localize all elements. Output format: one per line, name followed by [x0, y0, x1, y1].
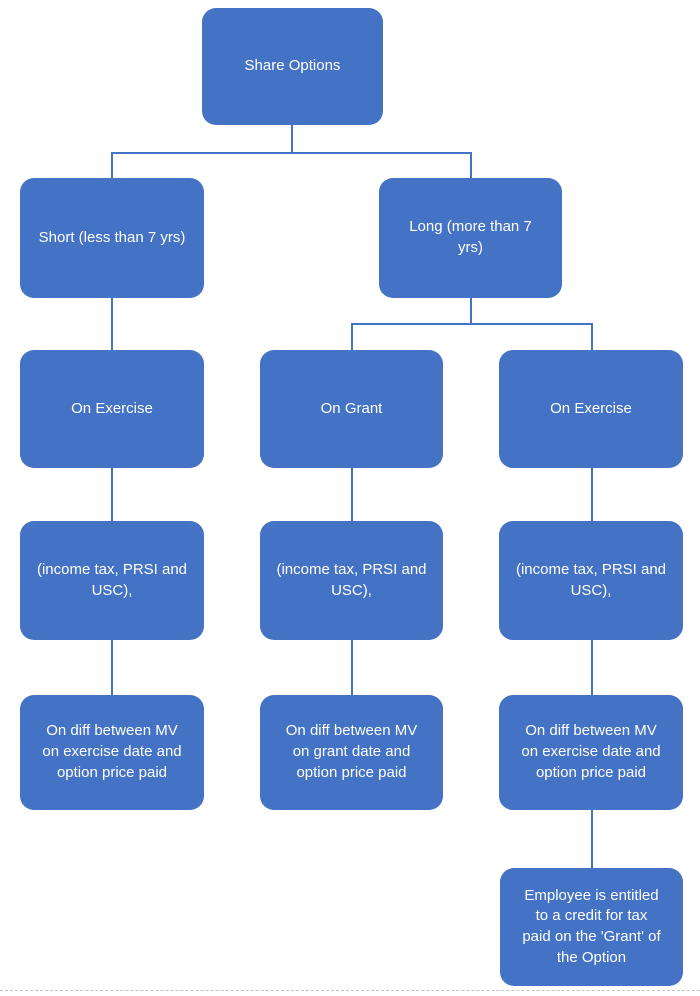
node-short-income-tax: (income tax, PRSI and USC),	[20, 521, 204, 640]
node-long-on-exercise: On Exercise	[499, 350, 683, 468]
connector-line	[111, 152, 113, 178]
connector-line	[111, 298, 113, 350]
node-share-options: Share Options	[202, 8, 383, 125]
connector-line	[351, 468, 353, 521]
connector-line	[470, 298, 472, 324]
connector-line	[591, 810, 593, 868]
connector-line	[591, 640, 593, 695]
connector-line	[351, 323, 353, 350]
connector-line	[111, 468, 113, 521]
node-short-diff-mv: On diff between MV on exercise date and …	[20, 695, 204, 810]
node-grant-diff-mv: On diff between MV on grant date and opt…	[260, 695, 443, 810]
connector-line	[111, 152, 471, 154]
node-grant-income-tax: (income tax, PRSI and USC),	[260, 521, 443, 640]
node-exercise-diff-mv: On diff between MV on exercise date and …	[499, 695, 683, 810]
connector-line	[351, 323, 592, 325]
node-long-on-grant: On Grant	[260, 350, 443, 468]
connector-line	[291, 125, 293, 153]
node-grant-tax-credit: Employee is entitled to a credit for tax…	[500, 868, 683, 986]
connector-line	[470, 152, 472, 178]
node-exercise-income-tax: (income tax, PRSI and USC),	[499, 521, 683, 640]
page-break-line	[0, 990, 700, 991]
node-short-term: Short (less than 7 yrs)	[20, 178, 204, 298]
connector-line	[351, 640, 353, 695]
connector-line	[111, 640, 113, 695]
node-long-term: Long (more than 7 yrs)	[379, 178, 562, 298]
connector-line	[591, 323, 593, 350]
connector-line	[591, 468, 593, 521]
node-short-on-exercise: On Exercise	[20, 350, 204, 468]
